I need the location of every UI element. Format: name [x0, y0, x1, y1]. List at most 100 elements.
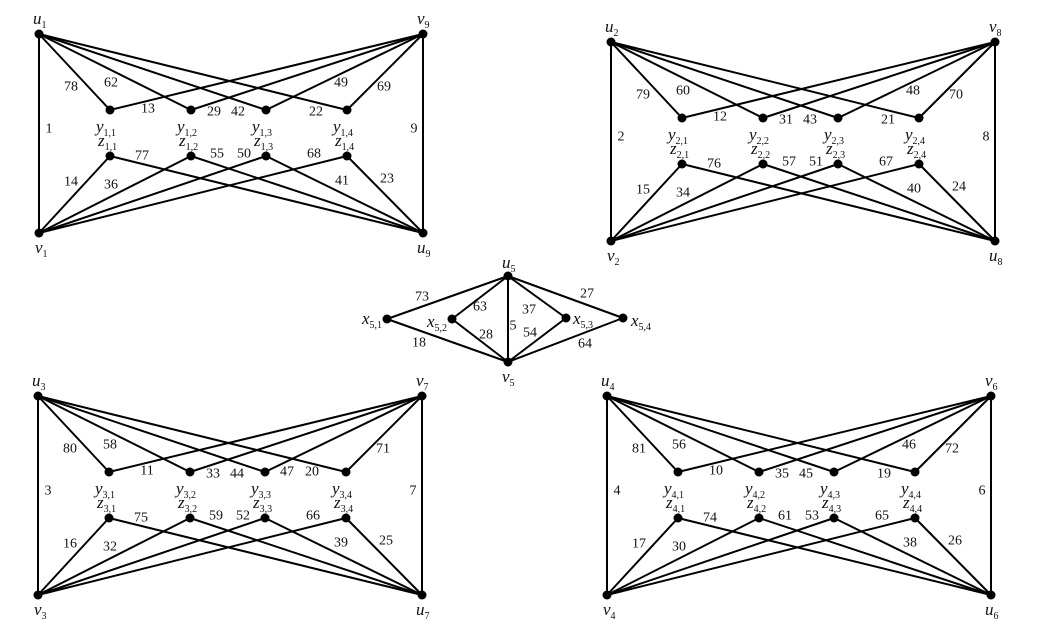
node-label: u9: [417, 238, 431, 260]
y-node-label-subscript: 4,3: [828, 490, 841, 501]
edge: [38, 33, 111, 111]
z-node-label: z4,4: [902, 493, 922, 515]
edge-weight: 67: [879, 155, 893, 170]
z-node-label-letter: z: [97, 131, 105, 150]
edge-weight: 35: [775, 467, 789, 482]
node-label-subscript: 6: [993, 382, 998, 393]
node-label-letter: v: [607, 246, 615, 265]
edge-weight: 8: [983, 130, 990, 145]
y-node-label: y4,3: [818, 479, 840, 501]
node-label: u2: [605, 17, 619, 39]
edge-weight: 53: [805, 509, 819, 524]
edge-weight: 33: [206, 467, 220, 482]
edge: [38, 33, 192, 111]
node-label-letter: u: [417, 238, 426, 257]
edge-weight: 26: [948, 534, 962, 549]
edge: [606, 517, 679, 596]
node-label: v7: [416, 371, 429, 393]
edge: [758, 517, 992, 596]
edge-weight: 69: [377, 80, 391, 95]
y-node-label-letter: y: [666, 125, 676, 144]
edge-weight: 50: [237, 147, 251, 162]
y-node: [104, 467, 114, 477]
z-node-label: z1,4: [334, 131, 354, 153]
edge: [37, 517, 266, 596]
node-label: v2: [607, 246, 620, 268]
edge-weight: 45: [799, 467, 813, 482]
edge-weight: 47: [280, 465, 294, 480]
y-node-label-subscript: 1,2: [185, 128, 198, 139]
edge-weight: 2: [618, 130, 625, 145]
z-node-label-subscript: 2,3: [833, 150, 846, 161]
node-label: x5,3: [572, 309, 593, 331]
y-node-label-subscript: 3,1: [103, 490, 116, 501]
edge: [833, 395, 992, 473]
node-label-letter: x: [426, 312, 435, 331]
edge-weight: 55: [210, 147, 224, 162]
edge-weight: 18: [412, 336, 426, 351]
y-node-label-letter: y: [175, 117, 185, 136]
node-label-subscript: 1: [42, 20, 47, 31]
z-node-label-letter: z: [334, 131, 342, 150]
y-node-label-subscript: 4,4: [909, 490, 922, 501]
edge-weight: 14: [64, 175, 78, 190]
y-node-label-letter: y: [747, 125, 757, 144]
edge: [677, 517, 992, 596]
node-label-letter: u: [416, 600, 425, 619]
y-node-label-letter: y: [249, 479, 259, 498]
node-label-subscript: 9: [425, 20, 430, 31]
y-node-label-subscript: 4,2: [753, 490, 766, 501]
node-label: v6: [985, 371, 998, 393]
edge-weight: 80: [63, 442, 77, 457]
y-node-label-subscript: 2,1: [676, 136, 689, 147]
edge-weight: 68: [307, 147, 321, 162]
y-node-label-subscript: 4,1: [672, 490, 685, 501]
edge: [918, 41, 996, 119]
y-node-label-subscript: 1,1: [104, 128, 117, 139]
x-node: [382, 314, 392, 324]
y-node-label-subscript: 3,2: [184, 490, 197, 501]
edge-weight: 79: [636, 88, 650, 103]
edge: [918, 163, 996, 242]
edge-weight: 21: [881, 113, 895, 128]
edge: [38, 155, 111, 234]
y-node-label-letter: y: [662, 479, 672, 498]
edge-weight: 42: [231, 105, 245, 120]
edge: [606, 395, 835, 473]
node-label-subscript: 5: [510, 378, 515, 389]
z-node: [105, 151, 115, 161]
z-node: [833, 159, 843, 169]
edge: [37, 517, 110, 596]
y-node-label: y4,4: [899, 479, 921, 501]
z-node: [673, 513, 683, 523]
edge-weight: 11: [140, 464, 153, 479]
y-node-label: y3,4: [330, 479, 352, 501]
edge: [610, 41, 839, 119]
node-label: u5: [502, 253, 516, 275]
node-label-subscript: 8: [998, 257, 1003, 268]
z-node-label-subscript: 4,4: [910, 504, 923, 515]
z-node-label-subscript: 2,2: [758, 150, 771, 161]
edge-weight: 48: [906, 84, 920, 99]
edge-weight: 15: [636, 183, 650, 198]
y-node-label-letter: y: [93, 479, 103, 498]
z-node-label-subscript: 3,3: [260, 504, 273, 515]
z-node-label-letter: z: [253, 131, 261, 150]
y-node-label-subscript: 1,4: [341, 128, 354, 139]
y-node: [186, 105, 196, 115]
edge-weight: 28: [479, 328, 493, 343]
z-node-label-subscript: 1,1: [105, 142, 118, 153]
edge: [610, 41, 764, 119]
z-node-label: z1,3: [253, 131, 273, 153]
node-label: v5: [502, 367, 515, 389]
edge-weight: 59: [209, 509, 223, 524]
node-label: u6: [985, 600, 999, 622]
z-node-label: z1,2: [178, 131, 198, 153]
edge: [37, 395, 191, 473]
edge: [914, 517, 992, 596]
y-node-label-subscript: 2,4: [913, 136, 926, 147]
node-label-subscript: 5,4: [639, 322, 652, 333]
